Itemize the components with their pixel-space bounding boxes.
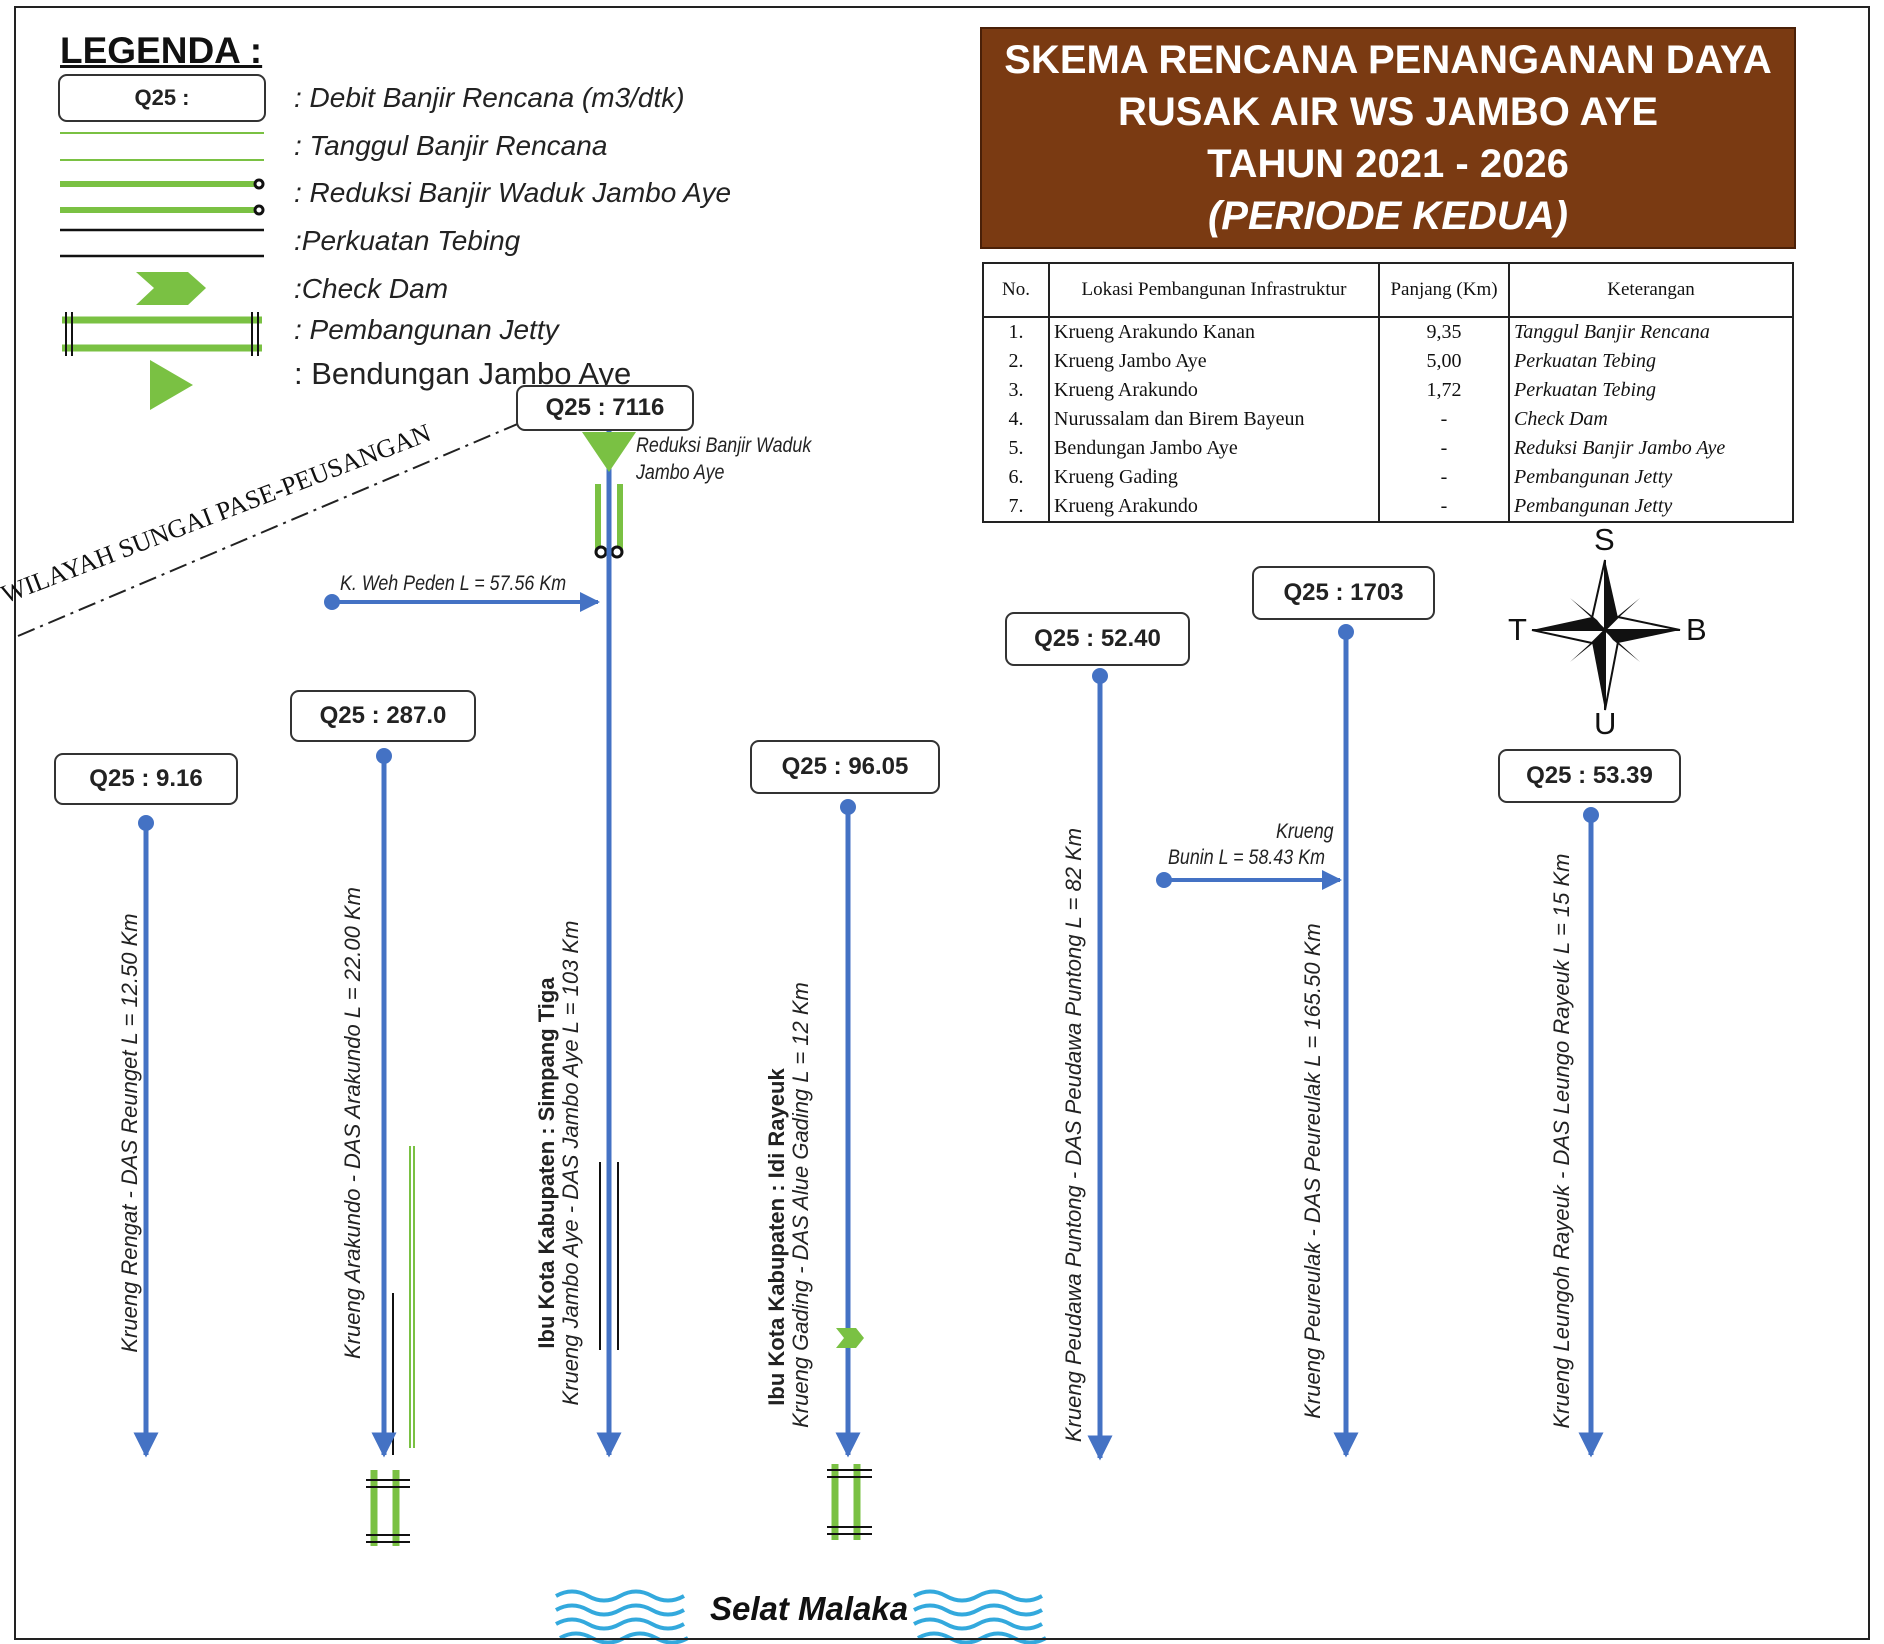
table-row: 4.Nurussalam dan Birem Bayeun-Check Dam [982,405,1794,434]
title-line-2: RUSAK AIR WS JAMBO AYE [1117,90,1659,134]
table-cell: Bendungan Jambo Aye [1048,434,1380,463]
tributary-label-wehpeden: K. Weh Peden L = 57.56 Km [340,572,567,595]
table-row: 7.Krueng Arakundo-Pembangunan Jetty [982,492,1794,523]
compass-west-label: T [1508,612,1527,647]
waduk-label: Reduksi Banjir Waduk Jambo Aye [636,432,811,486]
river-label-arakundo: Krueng Arakundo - DAS Arakundo L = 22.00… [340,887,365,1359]
dam-jamboaye-icon [582,432,636,472]
legend-q25-box: Q25 : [58,74,266,122]
table-header-lokasi: Lokasi Pembangunan Infrastruktur [1048,262,1380,318]
diagram-frame [14,6,1870,1640]
legend-item-debit: : Debit Banjir Rencana (m3/dtk) [294,82,685,113]
table-cell: Krueng Arakundo [1048,492,1380,523]
table-cell: Krueng Gading [1048,463,1380,492]
q25-box-peureulak: Q25 : 1703 [1252,566,1435,620]
infrastructure-table: No. Lokasi Pembangunan Infrastruktur Pan… [982,262,1794,523]
legend-item-tanggul: : Tanggul Banjir Rencana [294,130,608,161]
table-cell: Nurussalam dan Birem Bayeun [1048,405,1380,434]
q25-box-arakundo: Q25 : 287.0 [290,690,476,742]
table-cell: Reduksi Banjir Jambo Aye [1508,434,1794,463]
q25-box-gading: Q25 : 96.05 [750,740,940,794]
table-cell: - [1378,463,1510,492]
river-label-reunget: Krueng Rengat - DAS Reunget L = 12.50 Km [117,913,142,1353]
title-line-3: TAHUN 2021 - 2026 [1207,142,1569,186]
table-header-row: No. Lokasi Pembangunan Infrastruktur Pan… [982,262,1794,318]
table-cell: Krueng Arakundo [1048,376,1380,405]
river-leungoh [1578,807,1604,1458]
jetty-arakundo [366,1470,410,1546]
table-cell: 7. [982,492,1050,523]
river-label-jamboaye: Krueng Jambo Aye - DAS Jambo Aye L = 103… [558,920,583,1406]
legend-item-perkuatan: :Perkuatan Tebing [294,225,521,256]
tributary-label-bunin-1: Krueng [1276,820,1334,843]
river-reunget [133,815,159,1458]
river-gading [827,799,872,1540]
q25-box-peudawa: Q25 : 52.40 [1005,612,1190,666]
compass-south-label: U [1594,706,1617,741]
table-header-keterangan: Keterangan [1508,262,1794,318]
table-cell: 3. [982,376,1050,405]
table-cell: - [1378,405,1510,434]
table-cell: - [1378,434,1510,463]
table-cell: 4. [982,405,1050,434]
title-line-1: SKEMA RENCANA PENANGANAN DAYA [1004,38,1772,82]
table-cell: 6. [982,463,1050,492]
waduk-label-line-2: Jambo Aye [636,461,725,484]
table-row: 5.Bendungan Jambo Aye-Reduksi Banjir Jam… [982,434,1794,463]
river-arakundo [366,748,415,1546]
table-cell: - [1378,492,1510,523]
table-cell: 9,35 [1378,317,1510,347]
river-city-gading: Ibu Kota Kabupaten : Idi Rayeuk [764,1068,789,1406]
title-line-4: (PERIODE KEDUA) [1207,194,1569,238]
checkdam-gading-icon [836,1328,864,1348]
table-cell: 2. [982,347,1050,376]
tributary-label-bunin-2: Bunin L = 58.43 Km [1168,846,1325,869]
table-cell: 5,00 [1378,347,1510,376]
table-cell: Pembangunan Jetty [1508,492,1794,523]
q25-box-jamboaye: Q25 : 7116 [516,385,694,431]
table-cell: Perkuatan Tebing [1508,376,1794,405]
compass-east-label: B [1686,612,1707,647]
legend-item-checkdam: :Check Dam [294,273,449,304]
compass-north-label: S [1594,522,1615,557]
jetty-gading [827,1464,872,1540]
river-peureulak [1156,624,1359,1458]
table-cell: Check Dam [1508,405,1794,434]
table-cell: Pembangunan Jetty [1508,463,1794,492]
table-header-panjang: Panjang (Km) [1378,262,1510,318]
sea-label: Selat Malaka [710,1590,909,1627]
river-peudawa [1087,668,1113,1461]
waduk-label-line-1: Reduksi Banjir Waduk [636,434,812,457]
table-cell: Perkuatan Tebing [1508,347,1794,376]
table-cell: Tanggul Banjir Rencana [1508,317,1794,347]
table-cell: 1,72 [1378,376,1510,405]
title-box: SKEMA RENCANA PENANGANAN DAYA RUSAK AIR … [980,27,1796,249]
table-cell: Krueng Jambo Aye [1048,347,1380,376]
table-cell: Krueng Arakundo Kanan [1048,317,1380,347]
river-label-gading: Krueng Gading - DAS Alue Gading L = 12 K… [788,982,813,1428]
legend-title: LEGENDA : [60,30,263,71]
legend-symbols [60,132,265,410]
table-cell: 5. [982,434,1050,463]
q25-box-reunget: Q25 : 9.16 [54,753,238,805]
legend-item-reduksi: : Reduksi Banjir Waduk Jambo Aye [294,177,732,208]
table-cell: 1. [982,317,1050,347]
table-header-no: No. [982,262,1050,318]
table-row: 6.Krueng Gading-Pembangunan Jetty [982,463,1794,492]
river-city-jamboaye: Ibu Kota Kabupaten : Simpang Tiga [534,977,559,1349]
q25-box-leungoh: Q25 : 53.39 [1498,749,1681,803]
river-label-leungoh: Krueng Leungoh Rayeuk - DAS Leungo Rayeu… [1549,853,1574,1429]
river-jamboaye [324,405,636,1458]
river-label-peudawa: Krueng Peudawa Puntong - DAS Peudawa Pun… [1061,827,1086,1443]
compass-rose-icon [1531,559,1681,711]
legend-item-jetty: : Pembangunan Jetty [294,314,559,345]
river-label-peureulak: Krueng Peureulak - DAS Peureulak L = 165… [1300,923,1325,1419]
